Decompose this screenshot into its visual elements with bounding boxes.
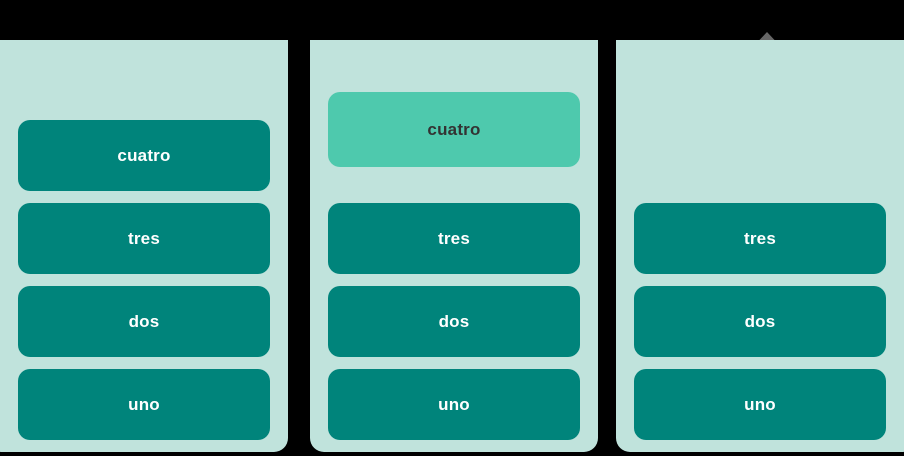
card-label: tres: [744, 228, 776, 248]
card-uno-col1[interactable]: uno: [18, 369, 270, 440]
card-tres-col3[interactable]: tres: [634, 203, 886, 274]
card-uno-col2[interactable]: uno: [328, 369, 580, 440]
card-stack-middle: uno dos tres: [310, 203, 598, 440]
card-dos-col1[interactable]: dos: [18, 286, 270, 357]
card-label: dos: [744, 311, 776, 331]
card-label: uno: [438, 394, 470, 414]
card-tres-col2[interactable]: tres: [328, 203, 580, 274]
card-label: uno: [744, 394, 776, 414]
card-uno-col3[interactable]: uno: [634, 369, 886, 440]
card-dos-col3[interactable]: dos: [634, 286, 886, 357]
card-cuatro-dragging[interactable]: cuatro: [328, 92, 580, 167]
card-stack-right: uno dos tres: [616, 203, 904, 440]
card-cuatro-col1[interactable]: cuatro: [18, 120, 270, 191]
card-dos-col2[interactable]: dos: [328, 286, 580, 357]
floating-card-wrapper: cuatro: [328, 92, 580, 167]
card-label: tres: [128, 228, 160, 248]
card-tres-col1[interactable]: tres: [18, 203, 270, 274]
column-left[interactable]: uno dos tres cuatro: [0, 40, 288, 452]
card-stack-left: uno dos tres cuatro: [0, 120, 288, 440]
column-right[interactable]: uno dos tres: [616, 40, 904, 452]
card-label: uno: [128, 394, 160, 414]
card-label: dos: [128, 311, 160, 331]
column-middle[interactable]: cuatro uno dos tres: [310, 32, 783, 452]
card-label: cuatro: [427, 119, 481, 139]
card-label: cuatro: [117, 145, 171, 165]
card-label: dos: [438, 311, 470, 331]
card-label: tres: [438, 228, 470, 248]
